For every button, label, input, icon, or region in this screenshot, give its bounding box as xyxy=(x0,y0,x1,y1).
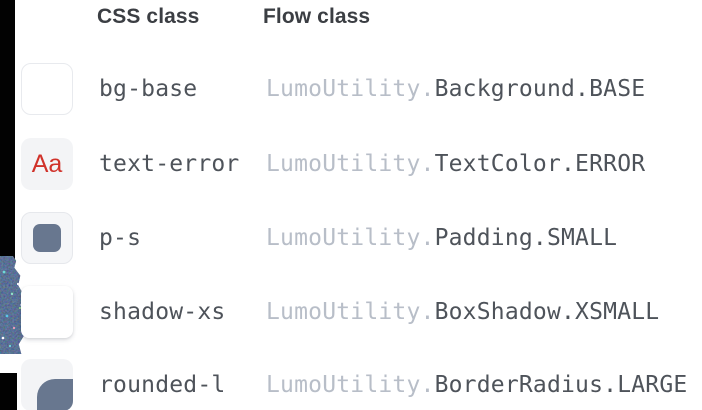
text-error-swatch: Aa xyxy=(21,138,73,190)
table-row: Aa text-error LumoUtility.TextColor.ERRO… xyxy=(0,138,702,190)
table-row: shadow-xs LumoUtility.BoxShadow.XSMALL xyxy=(0,286,702,338)
background-base-swatch xyxy=(21,63,73,115)
box-shadow-xsmall-swatch xyxy=(21,286,73,338)
flow-class-name: LumoUtility.BorderRadius.LARGE xyxy=(266,372,687,398)
table-row: rounded-l LumoUtility.BorderRadius.LARGE xyxy=(0,359,702,410)
left-edge-dark-strip-bottom xyxy=(0,373,17,410)
left-edge-dark-strip-top xyxy=(0,0,15,261)
table-row: bg-base LumoUtility.Background.BASE xyxy=(0,63,702,115)
flow-class-prefix: LumoUtility. xyxy=(266,151,435,177)
flow-class-suffix: BoxShadow.XSMALL xyxy=(434,299,660,325)
padding-small-swatch xyxy=(21,212,73,264)
flow-class-name: LumoUtility.Padding.SMALL xyxy=(266,225,617,251)
border-radius-inner-square xyxy=(37,379,73,410)
flow-class-suffix: Background.BASE xyxy=(434,76,646,102)
flow-class-name: LumoUtility.Background.BASE xyxy=(266,76,645,102)
border-radius-large-swatch xyxy=(21,359,73,410)
flow-class-prefix: LumoUtility. xyxy=(266,372,435,398)
table-row: p-s LumoUtility.Padding.SMALL xyxy=(0,212,702,264)
css-class-name: rounded-l xyxy=(99,372,226,398)
flow-class-suffix: Padding.SMALL xyxy=(434,225,618,251)
flow-class-prefix: LumoUtility. xyxy=(266,76,435,102)
css-class-name: text-error xyxy=(99,151,240,177)
flow-class-suffix: BorderRadius.LARGE xyxy=(434,372,688,398)
flow-class-suffix: TextColor.ERROR xyxy=(434,151,646,177)
padding-inner-square xyxy=(33,224,61,252)
column-header-flow-class: Flow class xyxy=(263,5,371,28)
flow-class-name: LumoUtility.BoxShadow.XSMALL xyxy=(266,299,659,325)
flow-class-name: LumoUtility.TextColor.ERROR xyxy=(266,151,645,177)
css-class-name: shadow-xs xyxy=(99,299,226,325)
css-class-name: bg-base xyxy=(99,76,198,102)
css-class-name: p-s xyxy=(99,225,142,251)
column-header-css-class: CSS class xyxy=(97,5,200,28)
flow-class-prefix: LumoUtility. xyxy=(266,299,435,325)
flow-class-prefix: LumoUtility. xyxy=(266,225,435,251)
